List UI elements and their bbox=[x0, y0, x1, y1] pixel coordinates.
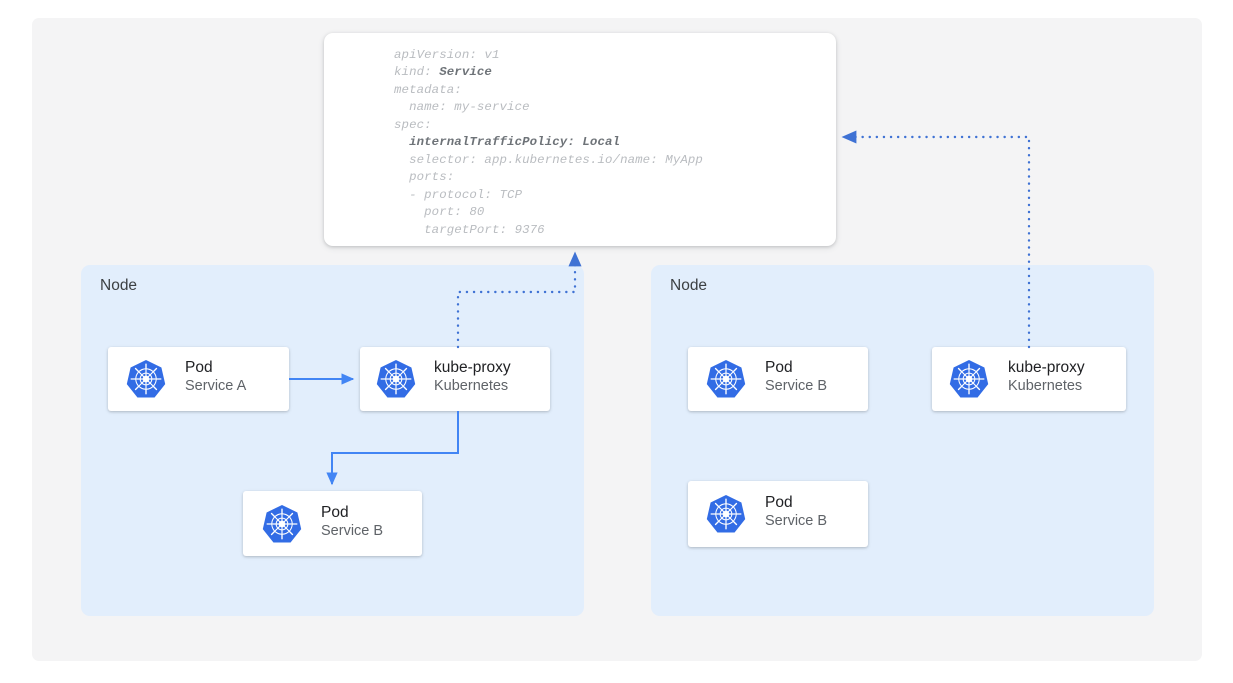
card-kube-proxy-left-text: kube-proxy Kubernetes bbox=[434, 358, 511, 396]
card-title: Pod bbox=[765, 494, 793, 511]
card-pod-service-b-right-bottom[interactable]: Pod Service B bbox=[688, 481, 868, 547]
card-subtitle: Kubernetes bbox=[1008, 378, 1083, 394]
card-subtitle: Service B bbox=[765, 378, 828, 394]
service-yaml-code: apiVersion: v1 kind: Service metadata: n… bbox=[394, 48, 703, 237]
card-subtitle: Service B bbox=[321, 523, 384, 539]
card-pod-service-b-right-top-text: Pod Service B bbox=[765, 358, 827, 396]
card-title: kube-proxy bbox=[434, 359, 511, 376]
kubernetes-icon bbox=[262, 504, 302, 544]
kubernetes-icon bbox=[706, 494, 746, 534]
node-label-right: Node bbox=[670, 277, 708, 294]
card-title: Pod bbox=[765, 359, 793, 376]
kubernetes-icon bbox=[376, 359, 416, 399]
card-title: kube-proxy bbox=[1008, 359, 1085, 376]
card-title: Pod bbox=[185, 359, 213, 376]
card-subtitle: Service B bbox=[765, 513, 828, 529]
node-label-left: Node bbox=[100, 277, 138, 294]
card-pod-service-a-text: Pod Service A bbox=[185, 358, 246, 396]
node-box-left: Node bbox=[81, 265, 584, 616]
kubernetes-icon bbox=[706, 359, 746, 399]
card-pod-service-a[interactable]: Pod Service A bbox=[108, 347, 289, 411]
card-title: Pod bbox=[321, 504, 349, 521]
card-pod-service-b-left-text: Pod Service B bbox=[321, 503, 383, 541]
card-subtitle: Kubernetes bbox=[434, 378, 509, 394]
card-pod-service-b-left[interactable]: Pod Service B bbox=[243, 491, 422, 556]
card-pod-service-b-right-bottom-text: Pod Service B bbox=[765, 493, 827, 531]
card-kube-proxy-left[interactable]: kube-proxy Kubernetes bbox=[360, 347, 550, 411]
service-yaml-panel: apiVersion: v1 kind: Service metadata: n… bbox=[324, 33, 836, 246]
card-kube-proxy-right[interactable]: kube-proxy Kubernetes bbox=[932, 347, 1126, 411]
card-kube-proxy-right-text: kube-proxy Kubernetes bbox=[1008, 358, 1085, 396]
node-box-right: Node bbox=[651, 265, 1154, 616]
card-subtitle: Service A bbox=[185, 378, 247, 394]
kubernetes-icon bbox=[126, 359, 166, 399]
kubernetes-icon bbox=[949, 359, 989, 399]
card-pod-service-b-right-top[interactable]: Pod Service B bbox=[688, 347, 868, 411]
